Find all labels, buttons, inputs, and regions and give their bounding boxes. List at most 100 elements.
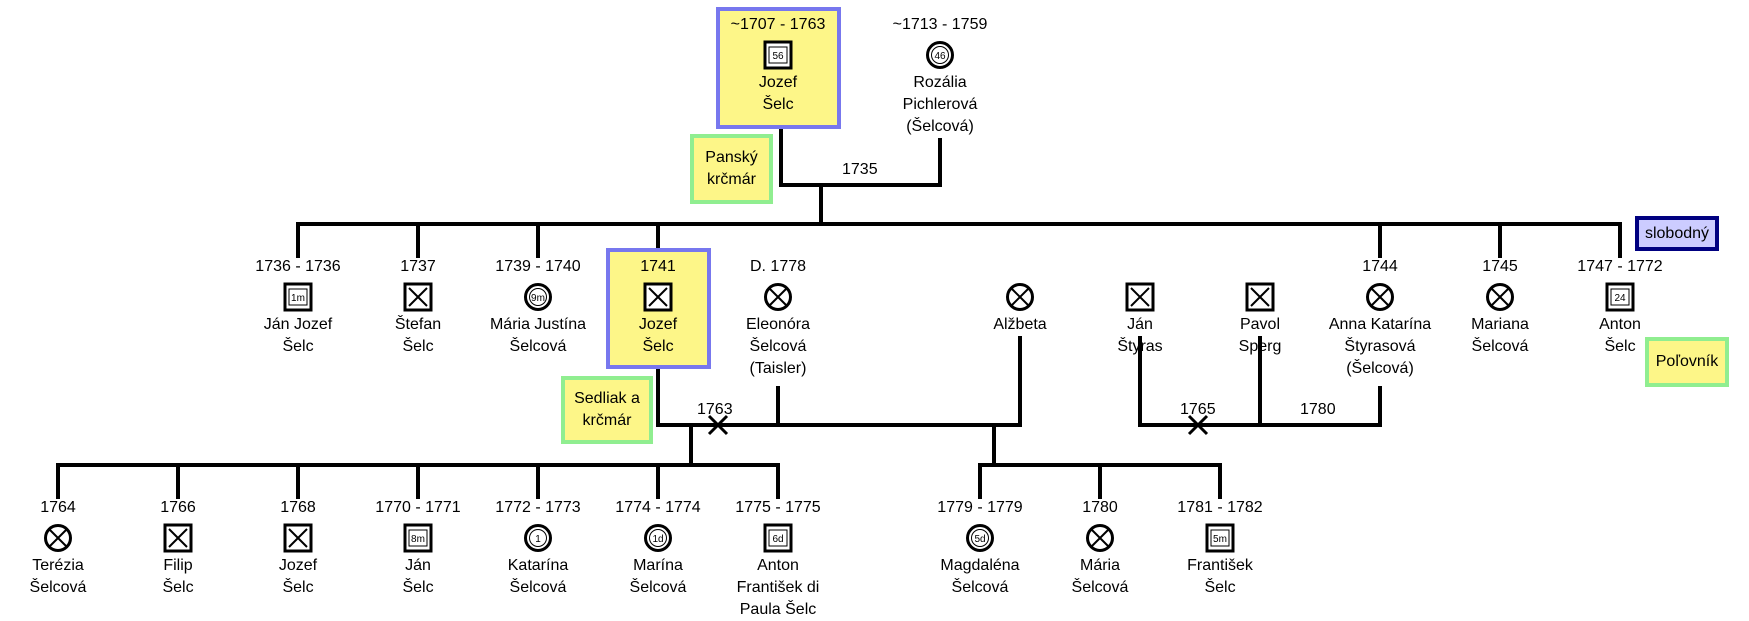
- male-square-icon: 56: [763, 40, 793, 70]
- person-surname: Šelcová: [1471, 338, 1529, 355]
- person-surname: Šelcová: [749, 338, 807, 355]
- person-dates: 1772 - 1773: [495, 499, 581, 516]
- person-surname: Štyrasová: [1344, 338, 1416, 355]
- marriage-year: 1780: [1300, 401, 1336, 418]
- person-dates: 1739 - 1740: [495, 258, 581, 275]
- person-surname: Šelc: [282, 579, 314, 596]
- person-dates: D. 1778: [749, 258, 807, 275]
- male-square-icon: [403, 282, 433, 312]
- person-name: Jozef: [758, 74, 798, 91]
- person-dates: 1741: [640, 258, 676, 275]
- person-surname: Šelc: [1604, 338, 1636, 355]
- female-circle-icon: [763, 282, 793, 312]
- occupation-badge-polovnik: Poľovník: [1645, 337, 1729, 387]
- person-name: Magdaléna: [940, 557, 1020, 574]
- person-name: Anton: [1599, 316, 1641, 333]
- male-square-icon: 24: [1605, 282, 1635, 312]
- person-name: Alžbeta: [993, 316, 1047, 333]
- person-surname: Šelc: [162, 579, 194, 596]
- female-circle-icon: [1485, 282, 1515, 312]
- parents-marriage-line: [779, 127, 942, 187]
- person-surname: Šelc: [402, 338, 434, 355]
- status-badge-slobodny: slobodný: [1635, 216, 1719, 251]
- person-dates: 1768: [280, 499, 316, 516]
- male-square-icon: [163, 523, 193, 553]
- person-surname: Šelcová: [29, 579, 87, 596]
- female-circle-icon: [1005, 282, 1035, 312]
- male-square-icon: [1125, 282, 1155, 312]
- male-square-icon: 1m: [283, 282, 313, 312]
- person-card[interactable]: Alžbeta: [945, 256, 1095, 336]
- person-surname: František di: [736, 579, 820, 596]
- person-surname: Šelc: [762, 96, 794, 113]
- person-extra: Paula Šelc: [739, 601, 817, 618]
- marriage-year: 1735: [842, 161, 878, 178]
- svg-text:9m: 9m: [531, 293, 545, 304]
- person-extra: (Šelcová): [906, 118, 974, 135]
- person-name: Eleonóra: [745, 316, 811, 333]
- svg-text:5d: 5d: [974, 534, 985, 545]
- person-name: Filip: [163, 557, 193, 574]
- person-surname: Šelc: [1204, 579, 1236, 596]
- male-square-icon: 8m: [403, 523, 433, 553]
- male-square-icon: [283, 523, 313, 553]
- person-name: Pavol: [1239, 316, 1281, 333]
- person-dates: 1745: [1482, 258, 1518, 275]
- person-name: Rozália: [913, 74, 967, 91]
- svg-text:1d: 1d: [652, 534, 663, 545]
- person-dates: 1779 - 1779: [937, 499, 1023, 516]
- female-circle-icon: [43, 523, 73, 553]
- marriage-year: 1763: [697, 401, 733, 418]
- person-dates: 1770 - 1771: [375, 499, 461, 516]
- marriage-year: 1765: [1180, 401, 1216, 418]
- svg-text:6d: 6d: [772, 534, 783, 545]
- male-square-icon: [643, 282, 673, 312]
- person-name: Mariana: [1471, 316, 1529, 333]
- person-name: Ján: [405, 557, 431, 574]
- person-name: Ján: [1127, 316, 1153, 333]
- person-dates: 1766: [160, 499, 196, 516]
- person-dates: ~1707 - 1763: [730, 16, 826, 33]
- person-surname: Šelcová: [509, 338, 567, 355]
- person-surname: Šelcová: [629, 579, 687, 596]
- female-circle-icon: 1: [523, 523, 553, 553]
- person-name: Jozef: [278, 557, 318, 574]
- jozef-jr-marriage-line: [656, 336, 1022, 427]
- person-name: Terézia: [32, 557, 84, 574]
- female-circle-icon: 46: [925, 40, 955, 70]
- svg-text:8m: 8m: [411, 534, 425, 545]
- separation-cross: [1187, 414, 1209, 436]
- person-name: František: [1187, 557, 1253, 574]
- person-name: Jozef: [638, 316, 678, 333]
- person-dates: 1747 - 1772: [1577, 258, 1663, 275]
- person-dates: 1780: [1082, 499, 1118, 516]
- person-dates: 1775 - 1775: [735, 499, 821, 516]
- person-name: Mária: [1079, 557, 1120, 574]
- person-name: Marína: [633, 557, 683, 574]
